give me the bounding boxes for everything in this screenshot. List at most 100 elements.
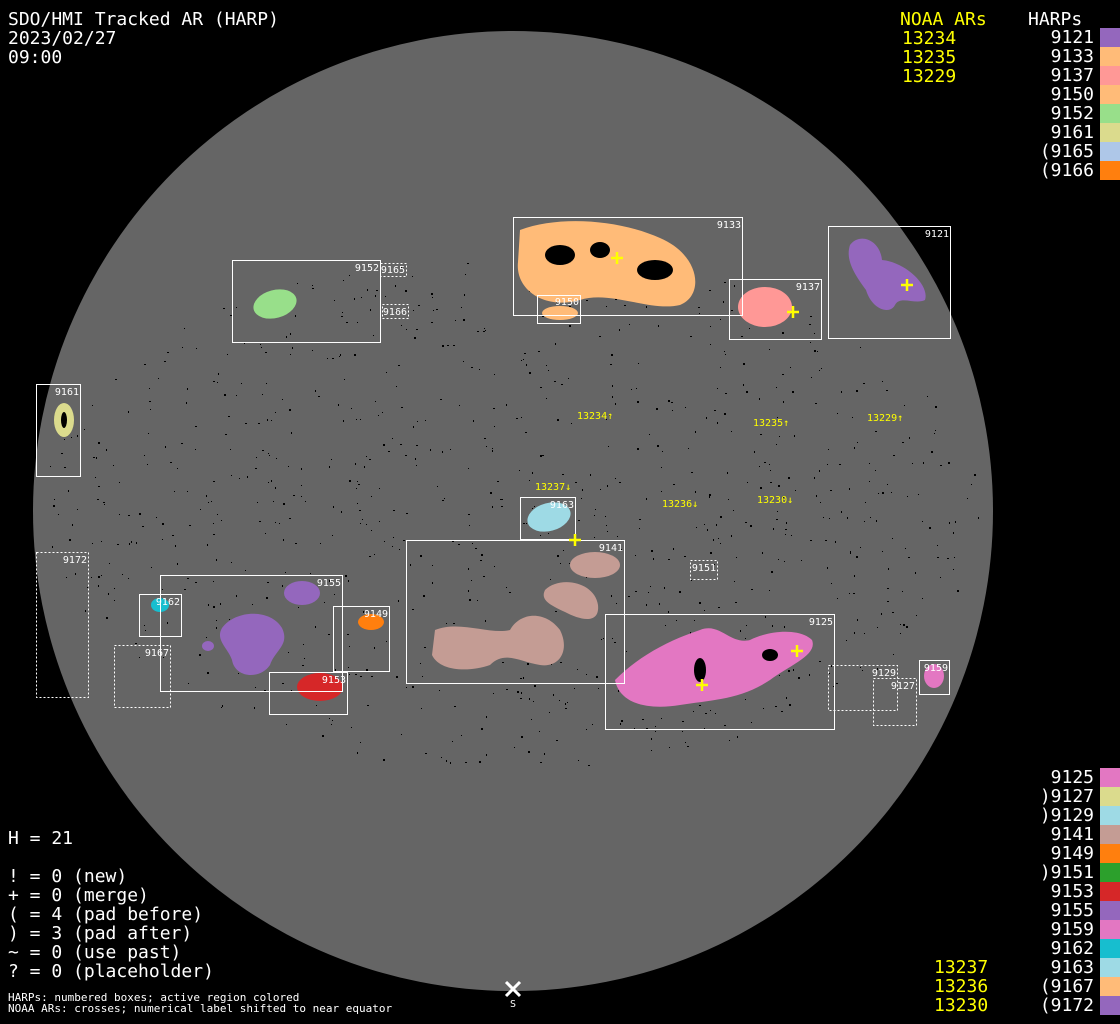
noaa-ar-number: 13234 xyxy=(902,28,957,49)
speck xyxy=(563,550,564,551)
speck xyxy=(704,728,705,729)
harp-color-swatch xyxy=(1100,844,1120,863)
speck xyxy=(471,367,473,368)
speck xyxy=(346,322,348,323)
speck xyxy=(477,331,479,332)
speck xyxy=(374,554,375,555)
speck xyxy=(494,374,495,375)
speck xyxy=(902,591,903,592)
speck xyxy=(106,617,108,619)
speck xyxy=(167,622,168,624)
plot-date: 2023/02/27 xyxy=(8,28,117,49)
speck xyxy=(759,466,760,467)
speck xyxy=(671,402,673,403)
speck xyxy=(786,697,787,699)
speck xyxy=(492,506,493,508)
speck xyxy=(493,693,494,694)
speck xyxy=(720,516,722,518)
speck xyxy=(348,667,349,668)
speck xyxy=(809,674,810,676)
speck xyxy=(592,724,593,725)
harp-color-swatch xyxy=(1100,882,1120,901)
speck xyxy=(398,600,399,602)
region-9137 xyxy=(738,287,792,327)
speck xyxy=(260,344,261,345)
speck xyxy=(331,724,332,725)
speck xyxy=(196,348,197,349)
speck xyxy=(343,420,344,422)
speck xyxy=(927,396,928,397)
speck xyxy=(375,295,376,297)
speck xyxy=(814,477,815,479)
speck xyxy=(184,589,186,590)
speck xyxy=(158,378,159,379)
speck xyxy=(258,423,260,424)
speck xyxy=(486,446,487,447)
speck xyxy=(386,372,387,373)
speck xyxy=(661,718,662,719)
speck xyxy=(87,587,88,588)
speck xyxy=(577,669,578,670)
speck xyxy=(103,502,105,503)
speck xyxy=(360,523,361,524)
speck xyxy=(66,577,67,578)
speck xyxy=(53,505,55,507)
speck xyxy=(931,451,933,453)
speck xyxy=(637,401,639,403)
speck xyxy=(763,708,764,709)
speck xyxy=(393,510,395,511)
speck xyxy=(810,540,812,541)
speck xyxy=(525,432,527,433)
speck xyxy=(724,413,726,415)
speck xyxy=(149,401,151,402)
harp-label: 9133 xyxy=(717,220,741,231)
speck xyxy=(734,285,735,287)
speck xyxy=(860,667,861,668)
harp-number: )9151 xyxy=(1039,862,1094,883)
speck xyxy=(778,559,779,560)
speck xyxy=(395,285,396,287)
speck xyxy=(72,524,73,526)
speck xyxy=(892,612,894,613)
speck xyxy=(509,592,511,593)
speck xyxy=(798,677,800,679)
noaa-label: 13235↑ xyxy=(753,418,789,429)
speck xyxy=(776,519,778,520)
speck xyxy=(916,615,917,616)
harp-count: H = 21 xyxy=(8,828,74,849)
speck xyxy=(163,657,164,658)
speck xyxy=(339,356,340,357)
harp-color-swatch xyxy=(1100,939,1120,958)
speck xyxy=(373,335,374,336)
harp-number: 9161 xyxy=(1050,122,1094,143)
speck xyxy=(556,302,557,303)
speck xyxy=(216,559,217,561)
speck xyxy=(77,435,78,437)
speck xyxy=(837,413,838,414)
plot-title: SDO/HMI Tracked AR (HARP) xyxy=(8,9,279,30)
speck xyxy=(639,519,641,520)
speck xyxy=(492,448,493,449)
speck xyxy=(954,557,955,558)
speck xyxy=(937,557,939,558)
speck xyxy=(285,572,286,573)
speck xyxy=(655,726,656,727)
speck xyxy=(556,740,558,741)
speck xyxy=(354,298,355,300)
speck xyxy=(882,381,883,382)
speck xyxy=(540,387,542,388)
speck xyxy=(297,283,298,284)
speck xyxy=(817,351,818,352)
speck xyxy=(241,383,242,384)
speck xyxy=(685,742,686,743)
speck xyxy=(789,704,791,706)
speck xyxy=(393,537,394,538)
harp-box-9151 xyxy=(690,560,718,580)
region-9125 xyxy=(615,628,813,707)
harp-number: 9141 xyxy=(1050,824,1094,845)
harp-number: 9162 xyxy=(1050,938,1094,959)
speck xyxy=(827,464,828,465)
speck xyxy=(777,511,778,512)
speck xyxy=(54,499,55,500)
speck xyxy=(351,727,352,728)
